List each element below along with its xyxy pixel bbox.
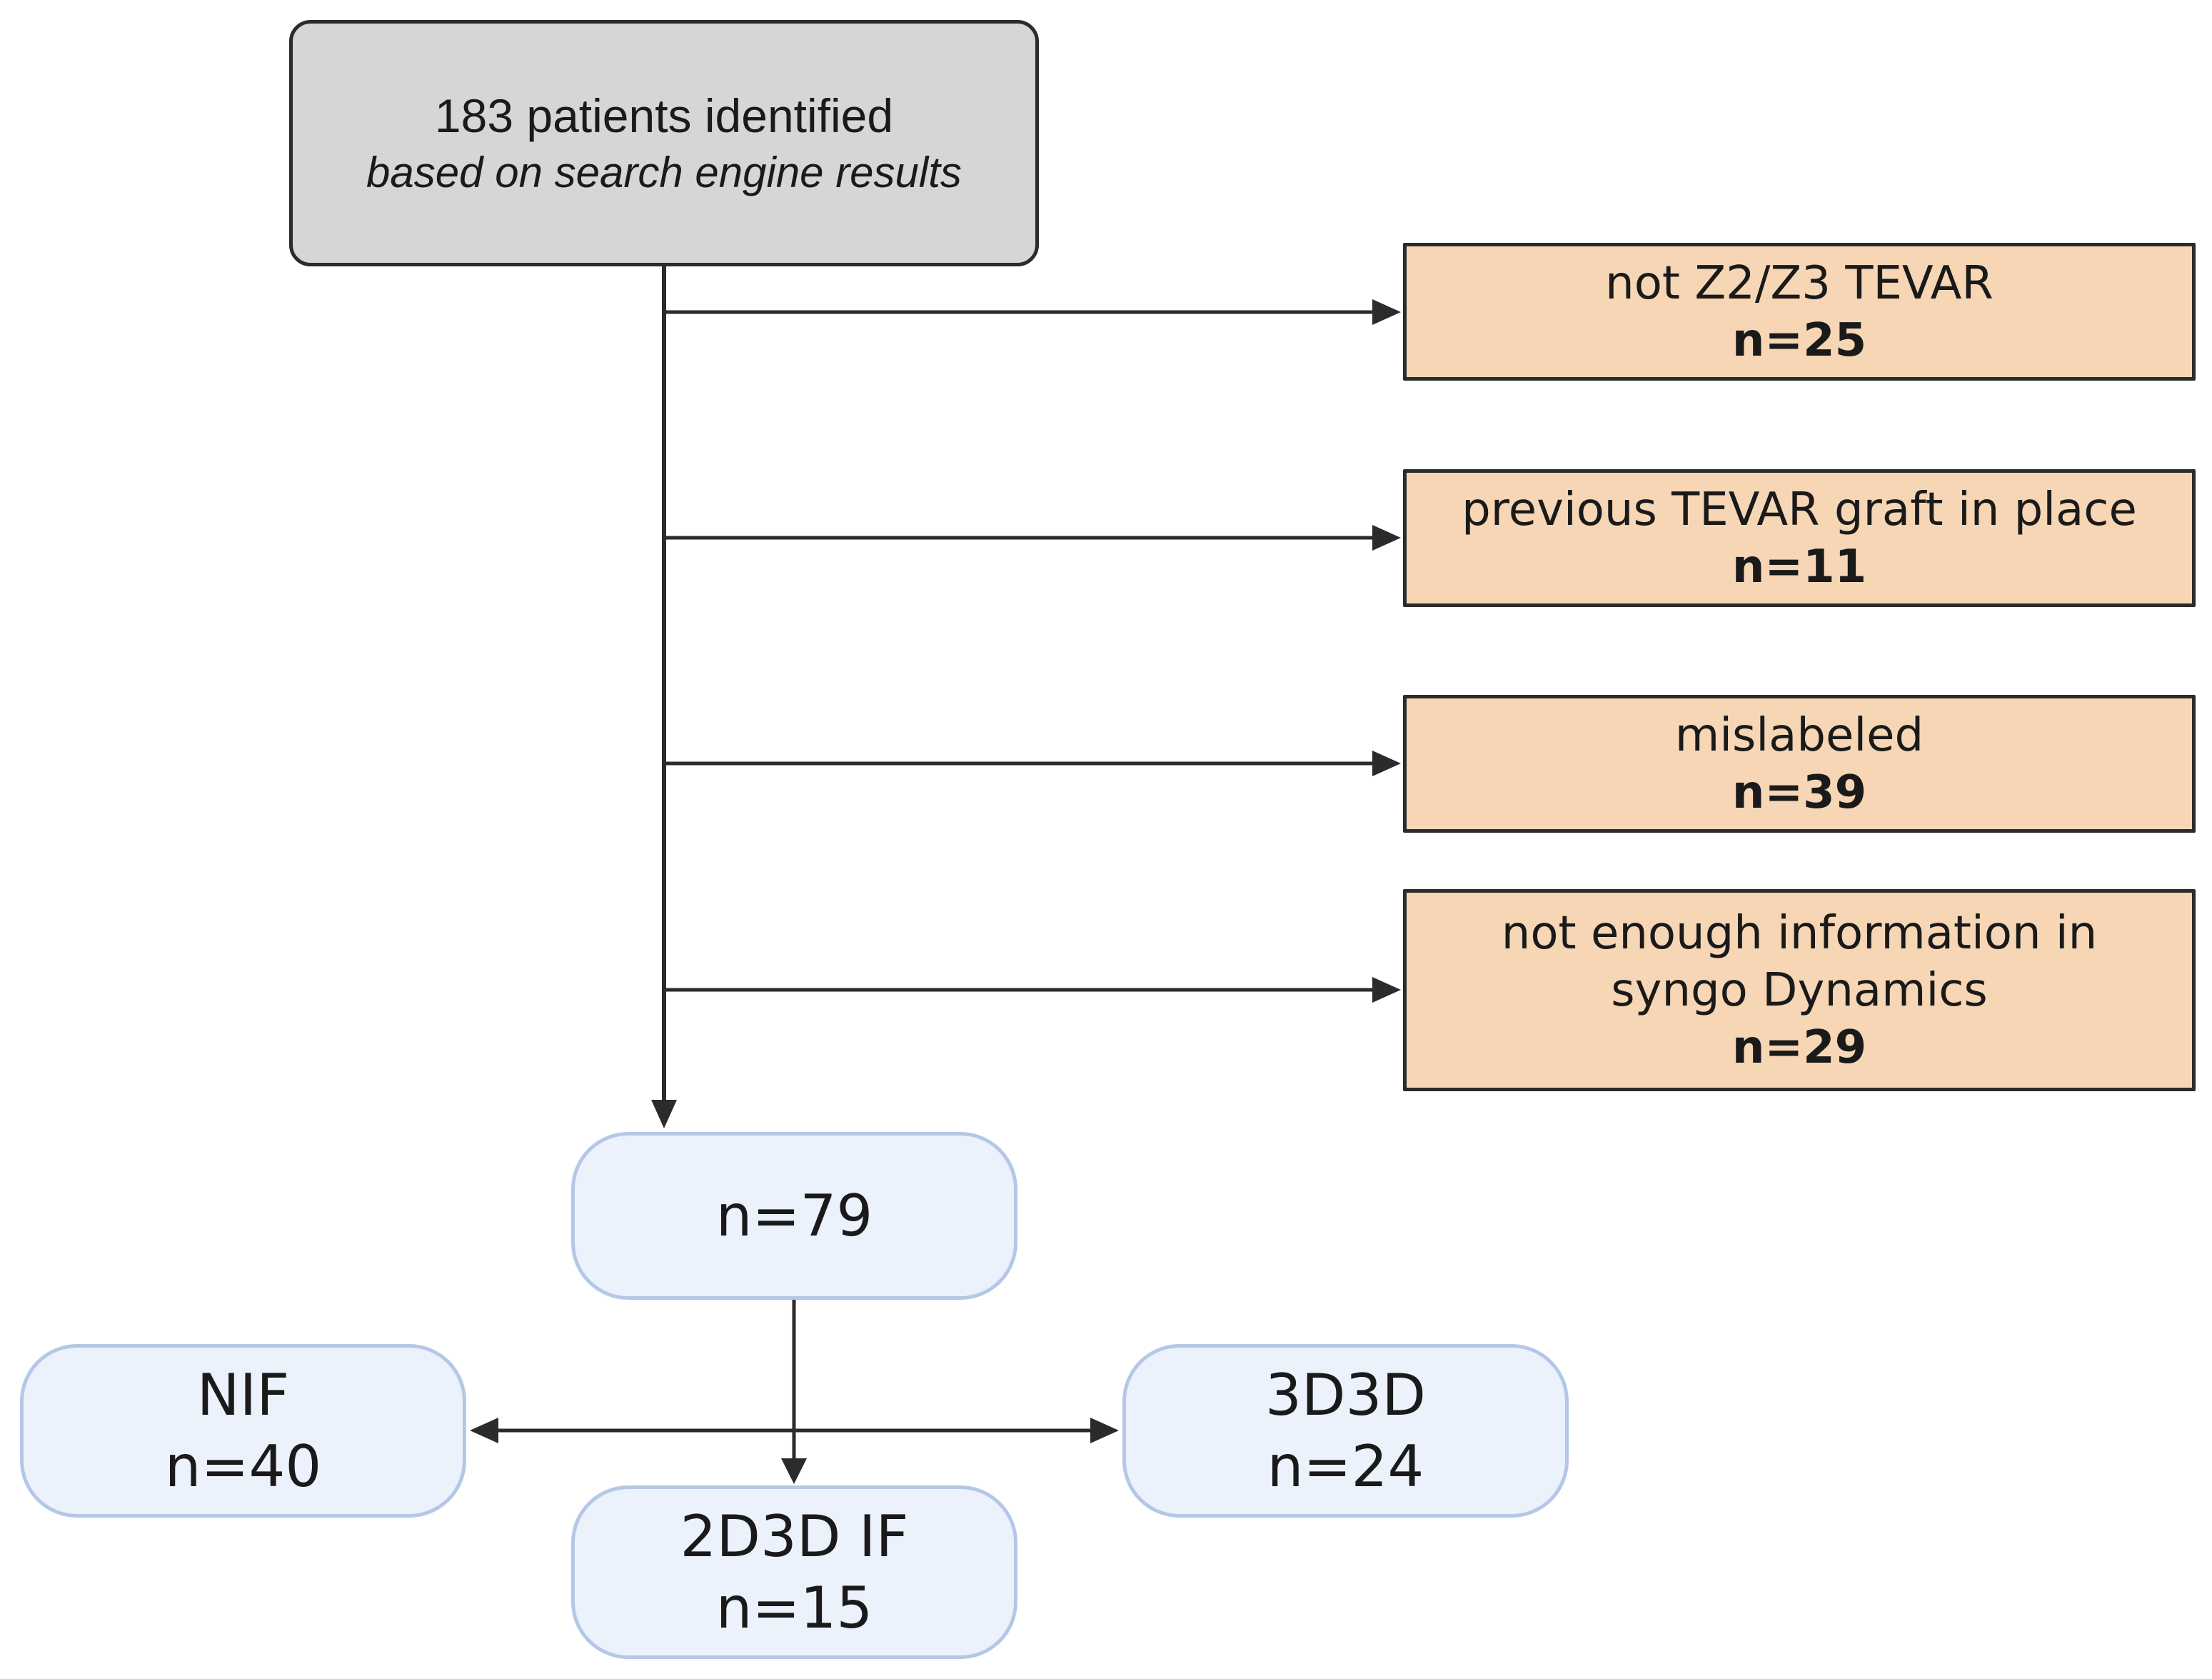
exclusion-count: n=11 (1731, 540, 1867, 593)
group-box-3d3d: 3D3D n=24 (1122, 1344, 1569, 1518)
exclusion-arrowhead-3 (1372, 751, 1401, 776)
exclusion-reason: not Z2/Z3 TEVAR (1605, 256, 1994, 310)
exclusion-count: n=39 (1731, 766, 1867, 819)
exclusion-arrowhead-1 (1372, 299, 1401, 325)
exclusion-count: n=25 (1731, 314, 1867, 367)
source-box: 183 patients identified based on search … (289, 20, 1039, 266)
exclusion-reason-line-2: syngo Dynamics (1611, 963, 1988, 1017)
group-name: 3D3D (1265, 1361, 1426, 1428)
trunk-arrowhead (651, 1100, 677, 1128)
group-name: 2D3D IF (680, 1503, 909, 1570)
exclusion-count: n=29 (1731, 1021, 1867, 1074)
group-count: n=15 (715, 1574, 873, 1641)
group-count: n=40 (164, 1433, 322, 1500)
exclusion-box-1: not Z2/Z3 TEVAR n=25 (1403, 243, 2196, 381)
included-box: n=79 (571, 1132, 1017, 1300)
exclusion-arrowhead-4 (1372, 977, 1401, 1003)
group-name: NIF (196, 1361, 290, 1428)
source-sub-text: based on search engine results (366, 148, 962, 196)
exclusion-box-3: mislabeled n=39 (1403, 695, 2196, 833)
group-count: n=24 (1267, 1433, 1424, 1500)
source-main-text: 183 patients identified (434, 89, 894, 142)
arrowhead-to-3d3d (1090, 1418, 1119, 1443)
included-count: n=79 (715, 1182, 873, 1249)
exclusion-reason-line-1: not enough information in (1501, 906, 2098, 960)
exclusion-reason: mislabeled (1674, 708, 1924, 762)
exclusion-reason: previous TEVAR graft in place (1462, 483, 2137, 536)
exclusion-box-2: previous TEVAR graft in place n=11 (1403, 469, 2196, 607)
group-box-2d3d-if: 2D3D IF n=15 (571, 1485, 1017, 1659)
group-box-nif: NIF n=40 (20, 1344, 466, 1518)
arrowhead-to-nif (470, 1418, 498, 1443)
arrowhead-to-2d3d (781, 1458, 807, 1484)
exclusion-arrowhead-2 (1372, 525, 1401, 551)
exclusion-box-4: not enough information in syngo Dynamics… (1403, 889, 2196, 1091)
